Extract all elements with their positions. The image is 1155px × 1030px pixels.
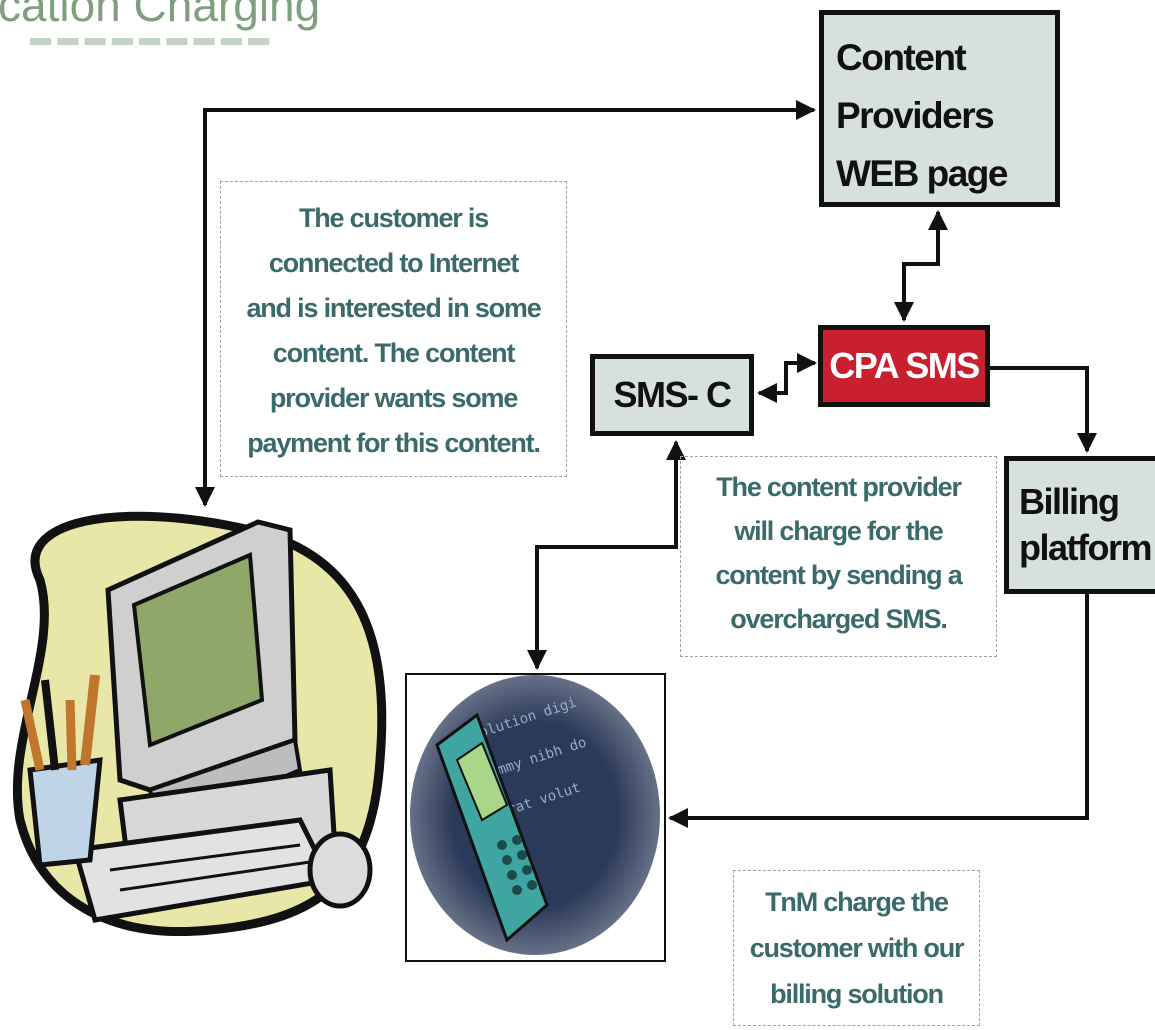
billing-line: Billing [1019,481,1120,522]
note-line: and is interested in some [246,293,541,323]
content-providers-line: WEB page [836,153,1008,194]
arrow-cpa-billing [990,366,1097,453]
note-line: TnM charge the [765,887,949,917]
provider-charge-note: The content provider will charge for the… [680,456,997,657]
title-ghost-text: ▀▀▀▀▀▀▀▀▀ [30,38,276,56]
note-line: connected to Internet [268,248,520,278]
note-line: content by sending a [715,560,962,590]
note-line: provider wants some [269,383,518,413]
arrow-smsc-phone [527,440,686,670]
arrow-cpa-smsc [757,353,817,403]
note-line: billing solution [770,979,944,1009]
content-providers-line: Content [836,37,967,78]
sms-c-label: SMS- C [613,374,733,415]
arrow-web-cpa [894,210,948,322]
billing-line: platform [1019,527,1153,568]
arrow-computer-to-web [195,100,816,507]
page-title: cation Charging [0,0,321,31]
content-providers-line: Providers [836,95,995,136]
note-line: The customer is [298,203,489,233]
note-line: content. The content [272,338,516,368]
billing-platform-box: Billing platform [1004,456,1155,594]
customer-note: The customer is connected to Internet an… [220,181,567,477]
cpa-sms-label: CPA SMS [829,345,980,386]
note-line: customer with our [749,933,965,963]
tnm-billing-note: TnM charge the customer with our billing… [733,870,980,1026]
note-line: will charge for the [734,516,943,546]
note-line: payment for this content. [247,428,541,458]
mobile-phone-photo-icon: r solution digi monummy nibh do uo erat … [405,673,666,962]
sms-c-box: SMS- C [590,354,754,436]
computer-clipart-icon [12,511,387,936]
note-line: The content provider [716,472,962,502]
cpa-sms-box: CPA SMS [818,325,990,407]
note-line: overcharged SMS. [730,604,948,634]
arrow-billing-phone [668,594,1089,828]
content-providers-web-page-box: Content Providers WEB page [819,10,1060,207]
